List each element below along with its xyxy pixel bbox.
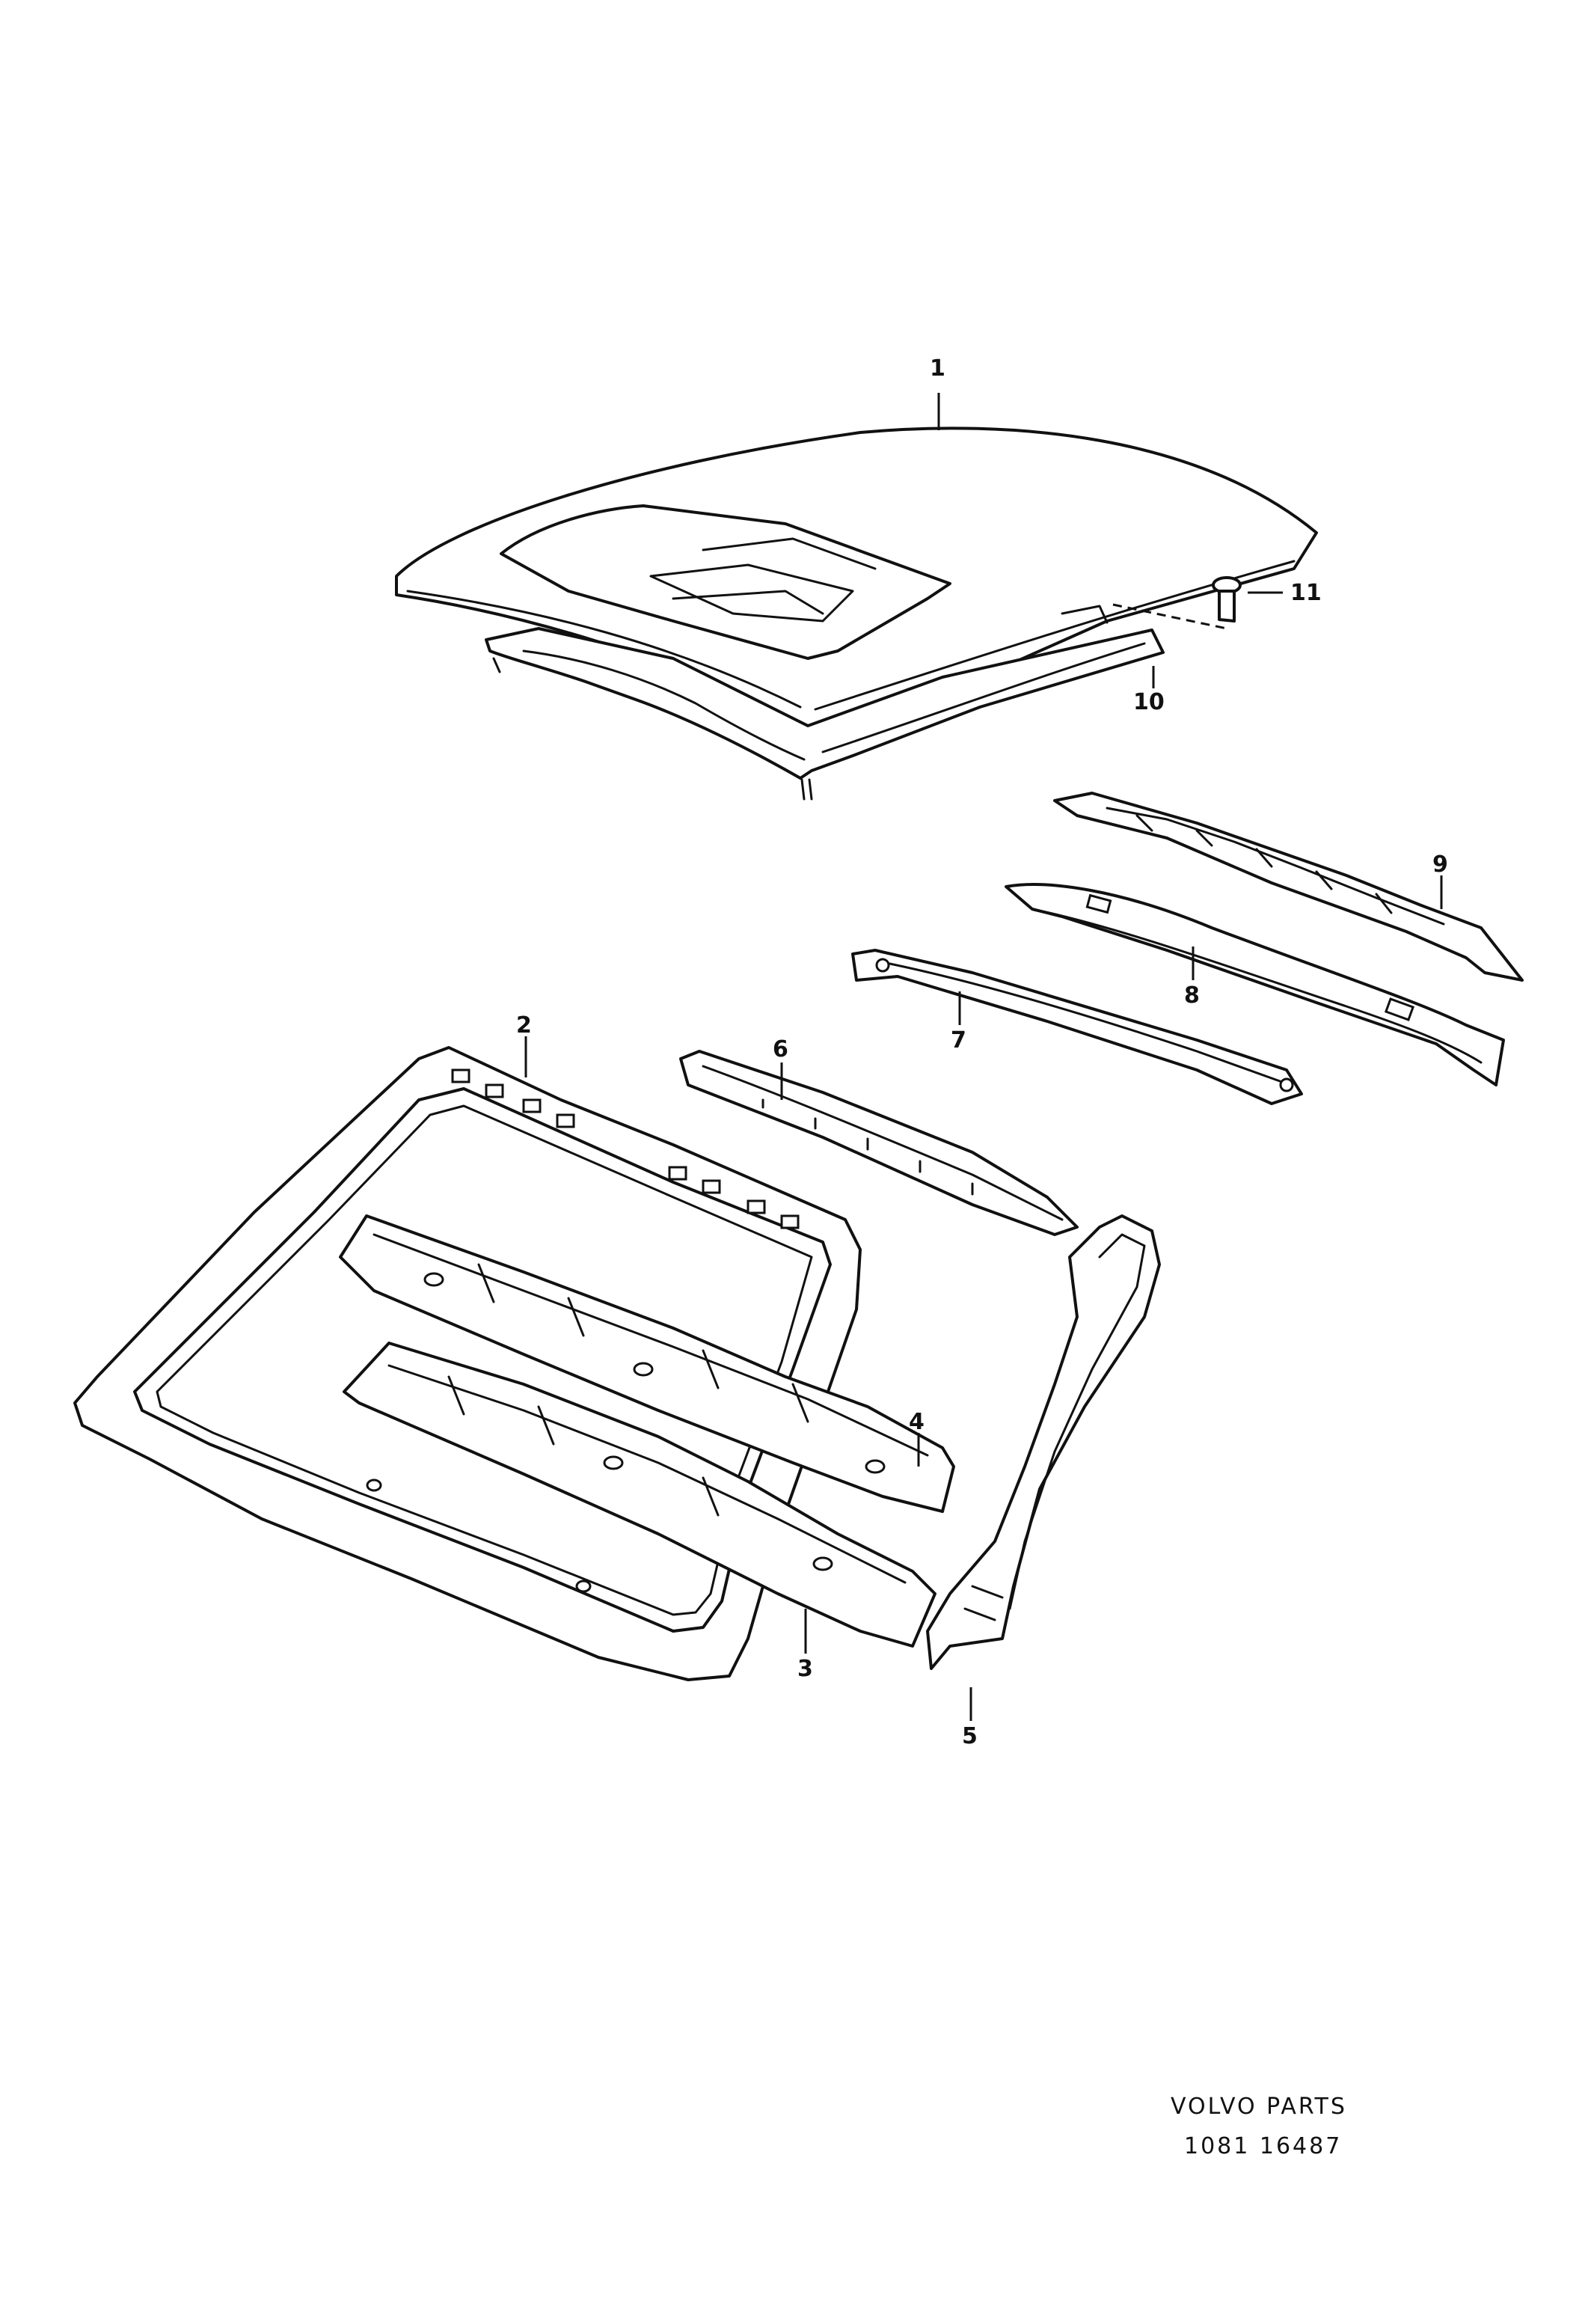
part-10-sunroof-frame	[485, 605, 1165, 801]
footer: VOLVO PARTS 1081 16487	[1171, 2094, 1347, 2159]
footer-brand: VOLVO PARTS	[1171, 2094, 1347, 2120]
part-6-roof-rail	[679, 1050, 1079, 1236]
callout-6: 6	[773, 1036, 788, 1062]
part-5-a-pillar	[926, 1214, 1161, 1670]
part-1-roof-panel	[395, 426, 1318, 727]
leader-lines	[524, 393, 1443, 1721]
callout-1: 1	[930, 355, 945, 382]
part-7-roof-bow	[851, 949, 1303, 1105]
part-4-inner-rail	[339, 1214, 955, 1513]
callout-8: 8	[1184, 982, 1200, 1009]
part-9-rear-cross-member	[1053, 792, 1524, 982]
callout-3: 3	[797, 1656, 813, 1682]
callout-labels: 1 2 3 4 5 6 7 8 9 10 11	[516, 355, 1448, 1749]
part-8-rear-header	[1005, 883, 1505, 1086]
footer-part-number: 1081 16487	[1184, 2133, 1342, 2159]
callout-10: 10	[1133, 689, 1165, 715]
callout-11: 11	[1290, 580, 1322, 606]
part-3-inner-rail	[343, 1342, 936, 1648]
callout-7: 7	[951, 1027, 966, 1054]
callout-2: 2	[516, 1012, 532, 1039]
callout-9: 9	[1432, 851, 1448, 878]
callout-4: 4	[909, 1409, 925, 1435]
part-11-clip	[1112, 576, 1242, 630]
callout-5: 5	[962, 1723, 978, 1749]
